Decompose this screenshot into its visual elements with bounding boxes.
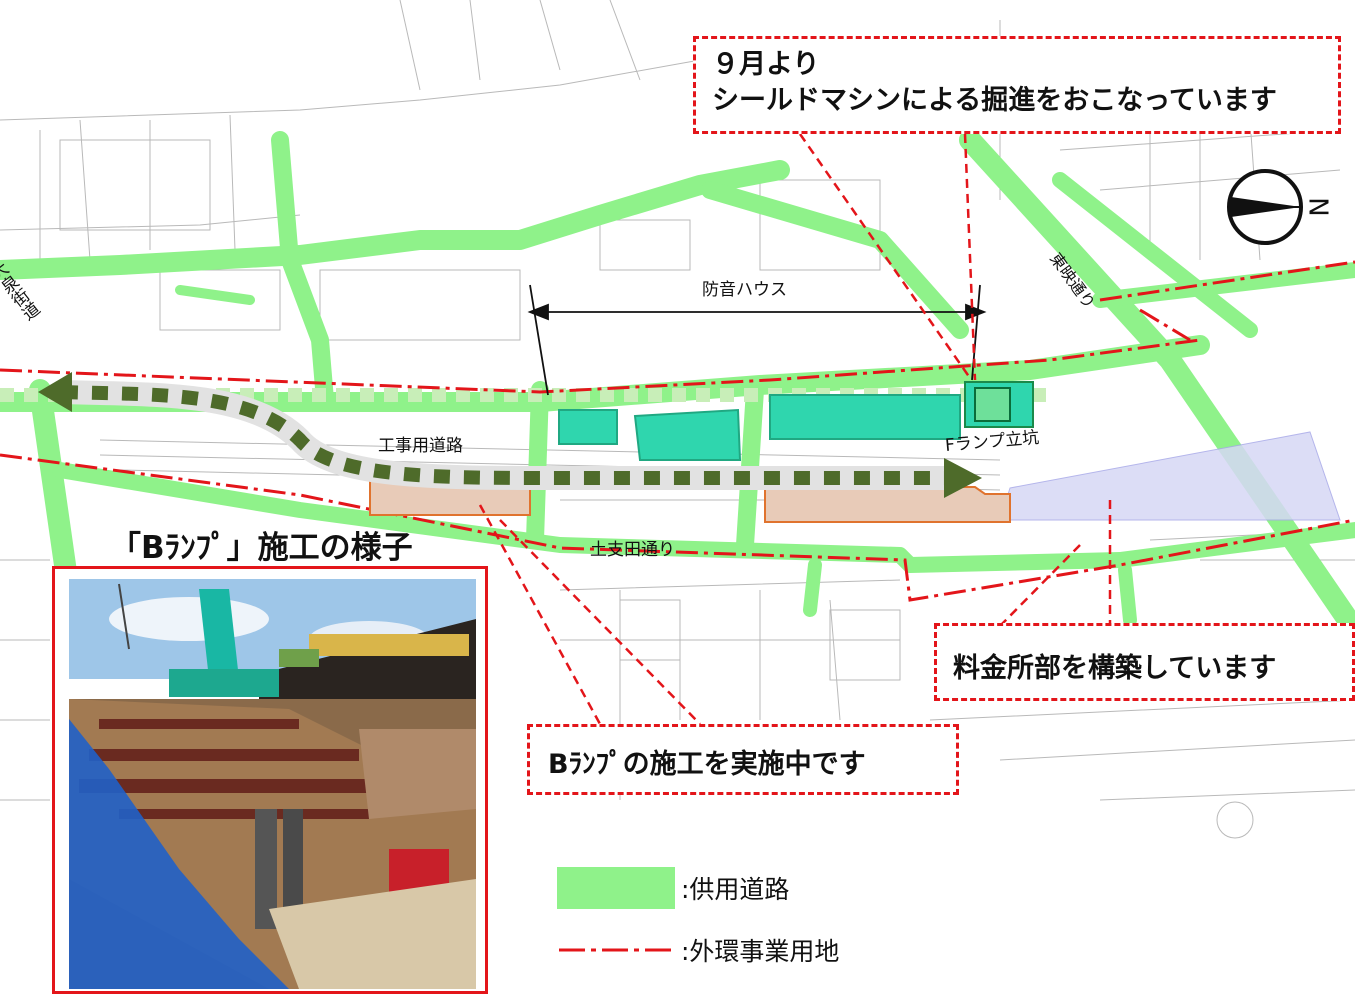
soundproof-dimension xyxy=(527,284,987,396)
callout-tollgate: 料金所部を構築しています xyxy=(934,623,1355,701)
legend-green-swatch xyxy=(557,867,675,909)
construction-photo xyxy=(69,579,476,989)
callout-b-ramp: Bﾗﾝﾌﾟの施工を実施中です xyxy=(527,724,959,795)
north-arrow-icon: N xyxy=(1227,169,1333,245)
legend-project-land: :外環事業用地 xyxy=(557,932,839,968)
legend-project-land-text: :外環事業用地 xyxy=(681,937,840,966)
structure-1 xyxy=(558,409,618,445)
label-dosida-street: 土支田通り xyxy=(590,540,675,560)
callout-shield-line2: シールドマシンによる掘進をおこなっています xyxy=(712,85,1277,116)
label-work-road: 工事用道路 xyxy=(378,436,463,456)
callout-leaders xyxy=(478,133,1112,725)
callout-shield-line1: ９月より xyxy=(712,49,820,80)
callout-shield-machine: ９月より シールドマシンによる掘進をおこなっています xyxy=(693,36,1341,134)
callout-bramp-text: Bﾗﾝﾌﾟの施工を実施中です xyxy=(548,749,866,780)
photo-frame xyxy=(52,566,488,994)
photo-title: 「Bﾗﾝﾌﾟ」施工の様子 xyxy=(110,530,413,566)
callout-tollgate-text: 料金所部を構築しています xyxy=(953,653,1277,684)
work-road-arrows xyxy=(38,372,982,498)
legend-public-road-text: :供用道路 xyxy=(681,875,790,904)
legend-public-road: :供用道路 xyxy=(557,867,789,909)
structure-3 xyxy=(769,394,961,440)
compass-letter: N xyxy=(1303,197,1333,216)
project-boundary xyxy=(0,260,1355,602)
background-streets xyxy=(0,0,1355,839)
structure-2 xyxy=(633,408,742,461)
label-soundproof-house: 防音ハウス xyxy=(702,280,787,300)
legend-red-line xyxy=(559,948,673,952)
ramp-area-east xyxy=(764,486,1011,523)
